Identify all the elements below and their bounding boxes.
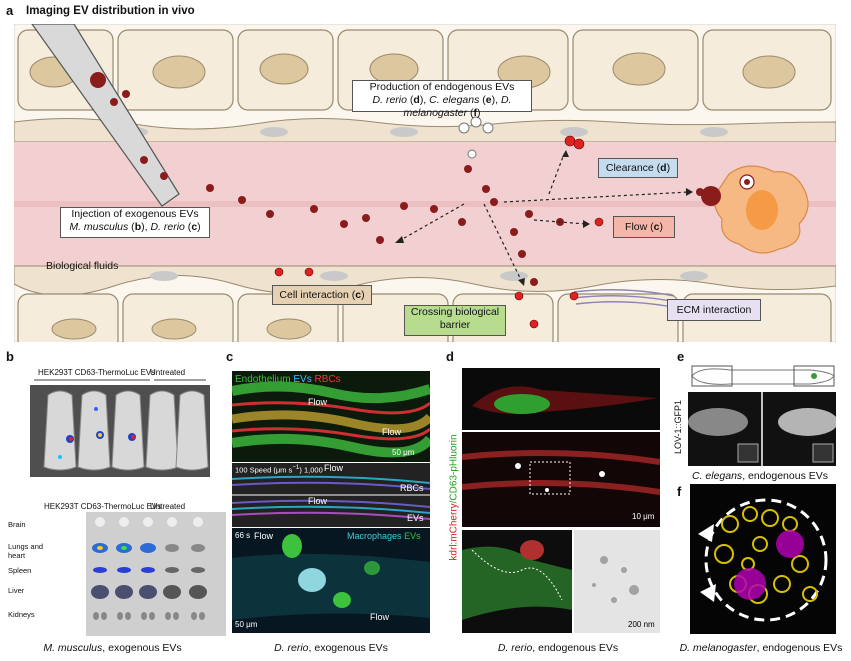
c-scale-1: 50 μm [392,448,415,457]
d-zoom-image [462,530,572,633]
d-em-image: 200 nm [574,530,660,633]
crossing-line1: Crossing biological [410,306,500,318]
caption-c: D. rerio, exogenous EVs [274,642,388,654]
clearance-box: Clearance (d) [598,158,678,178]
panel-e-letter: e [677,349,685,364]
figure-title: Imaging EV distribution in vivo [26,5,195,17]
b-top-label-right: Untreated [150,368,186,377]
panel-a-schematic [14,24,836,342]
panel-d-letter: d [446,349,454,364]
c-flow-label-5: Flow [254,531,274,541]
caption-f: D. melanogaster, endogenous EVs [679,642,843,654]
organ-liver: Liver [8,586,25,595]
biological-fluids-label: Biological fluids [46,260,119,272]
production-line2: D. rerio (d), C. elegans (e), D. melanog… [372,94,512,119]
caption-e: C. elegans, endogenous EVs [691,470,829,482]
mouse-imaging-panel [30,379,210,477]
c-speed-image: 100 Speed (μm s−1) 1,000 Flow RBCs Flow … [232,463,430,527]
production-box: Production of endogenous EVs D. rerio (d… [352,80,532,119]
e-worm-schematic [691,365,835,387]
crossing-box: Crossing biological barrier [404,305,506,336]
c-rbcs-label: RBCs [400,483,424,493]
c-flow-label-1: Flow [308,397,328,407]
panel-f-letter: f [677,484,682,499]
c-macro-legend: Macrophages EVs [347,531,421,541]
d-whole-embryo-image [462,368,660,430]
organ-spleen: Spleen [8,566,32,575]
e-vertical-label: LOV-1::GFP1 [673,399,683,455]
injection-line2: M. musculus (b), D. rerio (c) [69,221,201,233]
injection-line1: Injection of exogenous EVs [71,208,199,220]
flow-box: Flow (c) [613,216,675,238]
b-bottom-label-right: Untreated [150,502,186,511]
crossing-line2: barrier [439,319,471,331]
organ-kidneys: Kidneys [8,610,35,619]
cell-interaction-box: Cell interaction (c) [272,285,372,305]
panel-a-letter: a [6,3,14,18]
c-scale-2: 50 μm [235,620,258,629]
d-scale-1: 10 μm [632,512,655,521]
panel-b-letter: b [6,349,14,364]
c-macrophage-image: 66 s Flow Macrophages EVs Flow 50 μm [232,528,430,633]
b-top-label-left: HEK293T CD63-ThermoLuc EVs [38,368,156,377]
c-speed-label: 100 Speed (μm s−1) 1,000 [235,464,323,475]
d-trunk-image: 10 μm [462,432,660,527]
c-legend: Endothelium EVs RBCs [235,374,341,385]
caption-b: M. musculus, exogenous EVs [43,642,182,654]
organ-brain: Brain [8,520,26,529]
d-vertical-label: kdrl:mCherry/CD63-pHluorin [448,434,460,561]
c-endothelium-image: Endothelium EVs RBCs Flow Flow 50 μm [232,371,430,462]
b-bottom-label-left: HEK293T CD63-ThermoLuc EVs [44,502,162,511]
c-evs-label: EVs [407,513,424,523]
e-worm-image [688,392,836,466]
organ-lungs-heart: Lungs and heart [8,542,44,560]
panel-c-letter: c [226,349,234,364]
d-scale-2: 200 nm [628,620,655,629]
injection-box: Injection of exogenous EVs M. musculus (… [60,207,210,238]
production-line1: Production of endogenous EVs [369,81,515,93]
ecm-box: ECM interaction [667,299,761,321]
c-flow-label-2: Flow [382,427,402,437]
c-flow-label-6: Flow [370,612,390,622]
organ-imaging-panel [86,512,226,636]
c-time-label: 66 s [235,531,251,540]
c-flow-label-3: Flow [324,463,344,473]
c-flow-label-4: Flow [308,496,328,506]
ecm-fibres [573,289,679,309]
caption-d: D. rerio, endogenous EVs [497,642,619,654]
f-drosophila-image [690,484,836,634]
